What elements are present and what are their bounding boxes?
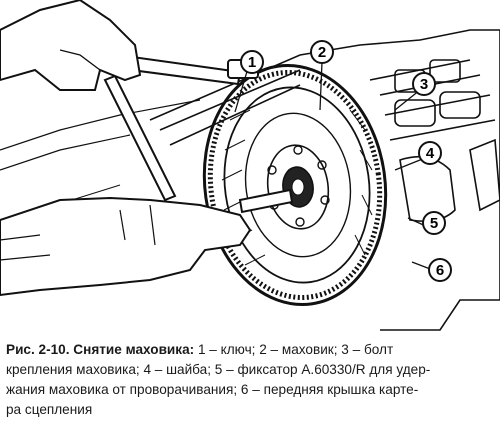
- callout-6: 6: [428, 258, 452, 282]
- caption-line-4: ра сцепления: [6, 402, 93, 417]
- callout-4: 4: [418, 141, 442, 165]
- flywheel-removal-illustration: 1 2 3 4 5 6: [0, 0, 500, 331]
- caption-line-2: крепления маховика; 4 – шайба; 5 – фикса…: [6, 362, 431, 377]
- callout-3: 3: [412, 72, 436, 96]
- wrench: [103, 53, 294, 214]
- caption-line-1: 1 – ключ; 2 – маховик; 3 – болт: [197, 342, 394, 357]
- caption-line-3: жания маховика от проворачивания; 6 – пе…: [6, 382, 419, 397]
- caption-label: Рис. 2-10. Снятие маховика:: [6, 342, 195, 357]
- callout-2-label: 2: [318, 44, 326, 61]
- callout-5: 5: [422, 211, 446, 235]
- callout-4-label: 4: [426, 145, 435, 162]
- callout-3-label: 3: [420, 76, 428, 93]
- figure-caption: Рис. 2-10. Снятие маховика: 1 – ключ; 2 …: [6, 340, 494, 420]
- callout-2: 2: [310, 40, 334, 64]
- callout-1-label: 1: [248, 54, 256, 71]
- hands: [0, 0, 252, 297]
- callout-1: 1: [240, 50, 264, 74]
- flywheel: [202, 64, 388, 306]
- callout-5-label: 5: [430, 215, 438, 232]
- callout-6-label: 6: [436, 262, 444, 279]
